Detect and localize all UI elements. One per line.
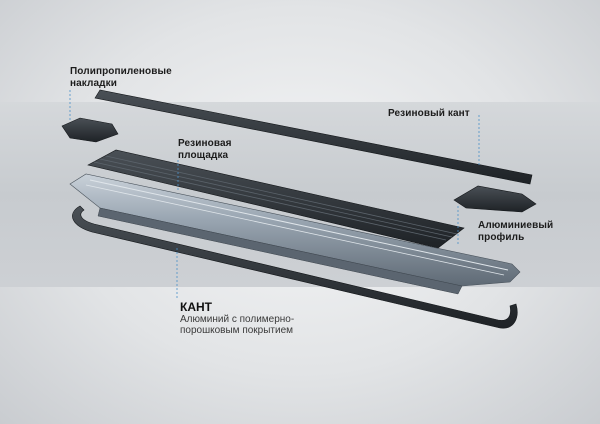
label-rubber-pad: Резиновая площадка bbox=[178, 138, 232, 161]
kant-title: КАНТ bbox=[180, 300, 212, 314]
label-overlays: Полипропиленовые накладки bbox=[70, 66, 172, 89]
kant-strip bbox=[72, 205, 518, 329]
left-overlay bbox=[61, 117, 119, 143]
kant-subtitle: Алюминий с полимерно- порошковым покрыти… bbox=[180, 314, 295, 336]
label-aluminum-profile: Алюминиевый профиль bbox=[478, 220, 554, 243]
label-rubber-edge: Резиновый кант bbox=[388, 108, 470, 119]
right-overlay bbox=[453, 185, 537, 213]
rubber-edge-strip bbox=[94, 89, 533, 185]
leader-lines bbox=[69, 90, 480, 300]
